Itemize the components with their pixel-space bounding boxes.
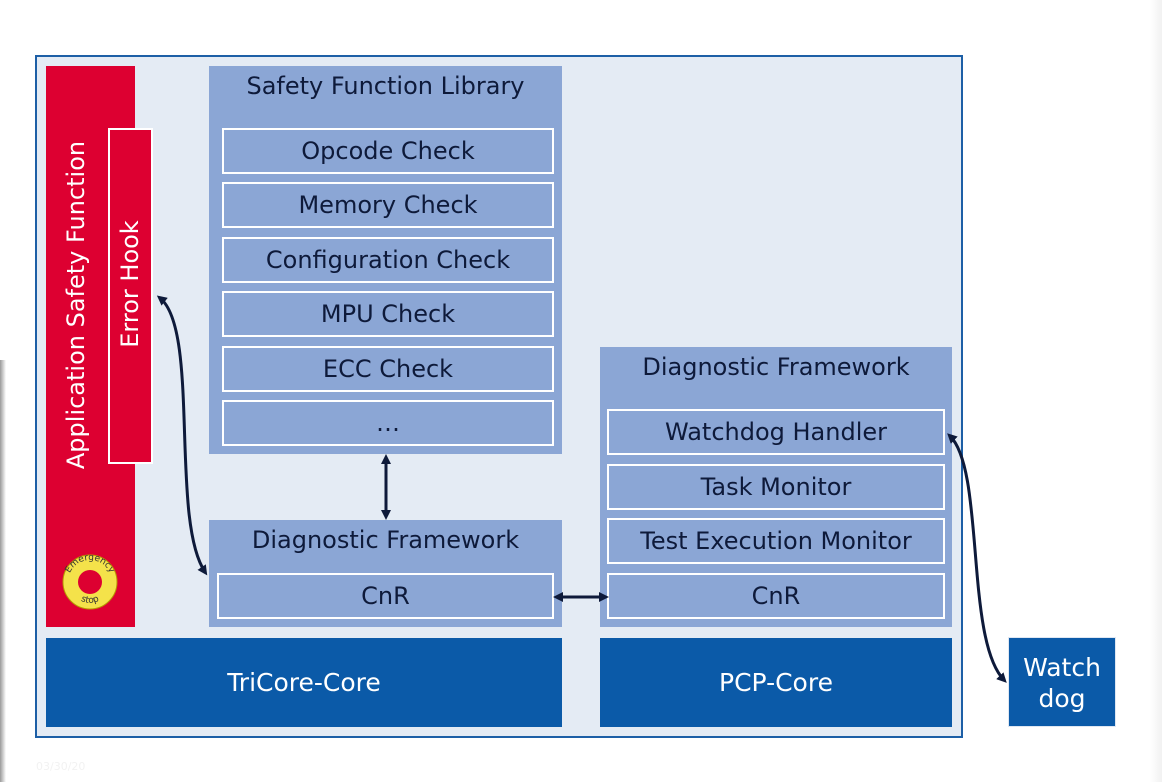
page-edge-shade [1150, 0, 1162, 782]
watchdog-block: Watch dog [1008, 637, 1116, 727]
watchdog-label-line2: dog [1038, 684, 1086, 713]
tricore-core-block: TriCore-Core [46, 638, 562, 727]
error-hook-label: Error Hook [116, 220, 144, 348]
diagnostic-framework-left-title: Diagnostic Framework [251, 526, 520, 554]
task-monitor-box: Task Monitor [607, 464, 945, 510]
configuration-check-box: Configuration Check [222, 237, 554, 283]
page-edge-shade-left [0, 360, 6, 782]
cnr-right-box: CnR [607, 573, 945, 619]
cnr-left-box: CnR [217, 573, 554, 619]
opcode-check-box: Opcode Check [222, 128, 554, 174]
diagnostic-framework-right-title: Diagnostic Framework [642, 353, 910, 381]
footer-date: 03/30/20 [36, 760, 86, 773]
test-execution-monitor-box: Test Execution Monitor [607, 518, 945, 564]
memory-check-box: Memory Check [222, 182, 554, 228]
application-safety-function-label: Application Safety Function [62, 140, 90, 470]
safety-function-library-title: Safety Function Library [246, 72, 525, 100]
ecc-check-box: ECC Check [222, 346, 554, 392]
more-checks-box: … [222, 400, 554, 446]
application-safety-function-label-wrap: Application Safety Function [46, 66, 106, 546]
watchdog-handler-box: Watchdog Handler [607, 409, 945, 455]
watchdog-label-line1: Watch [1023, 653, 1101, 682]
pcp-core-block: PCP-Core [600, 638, 952, 727]
error-hook-block: Error Hook [108, 128, 153, 464]
mpu-check-box: MPU Check [222, 291, 554, 337]
